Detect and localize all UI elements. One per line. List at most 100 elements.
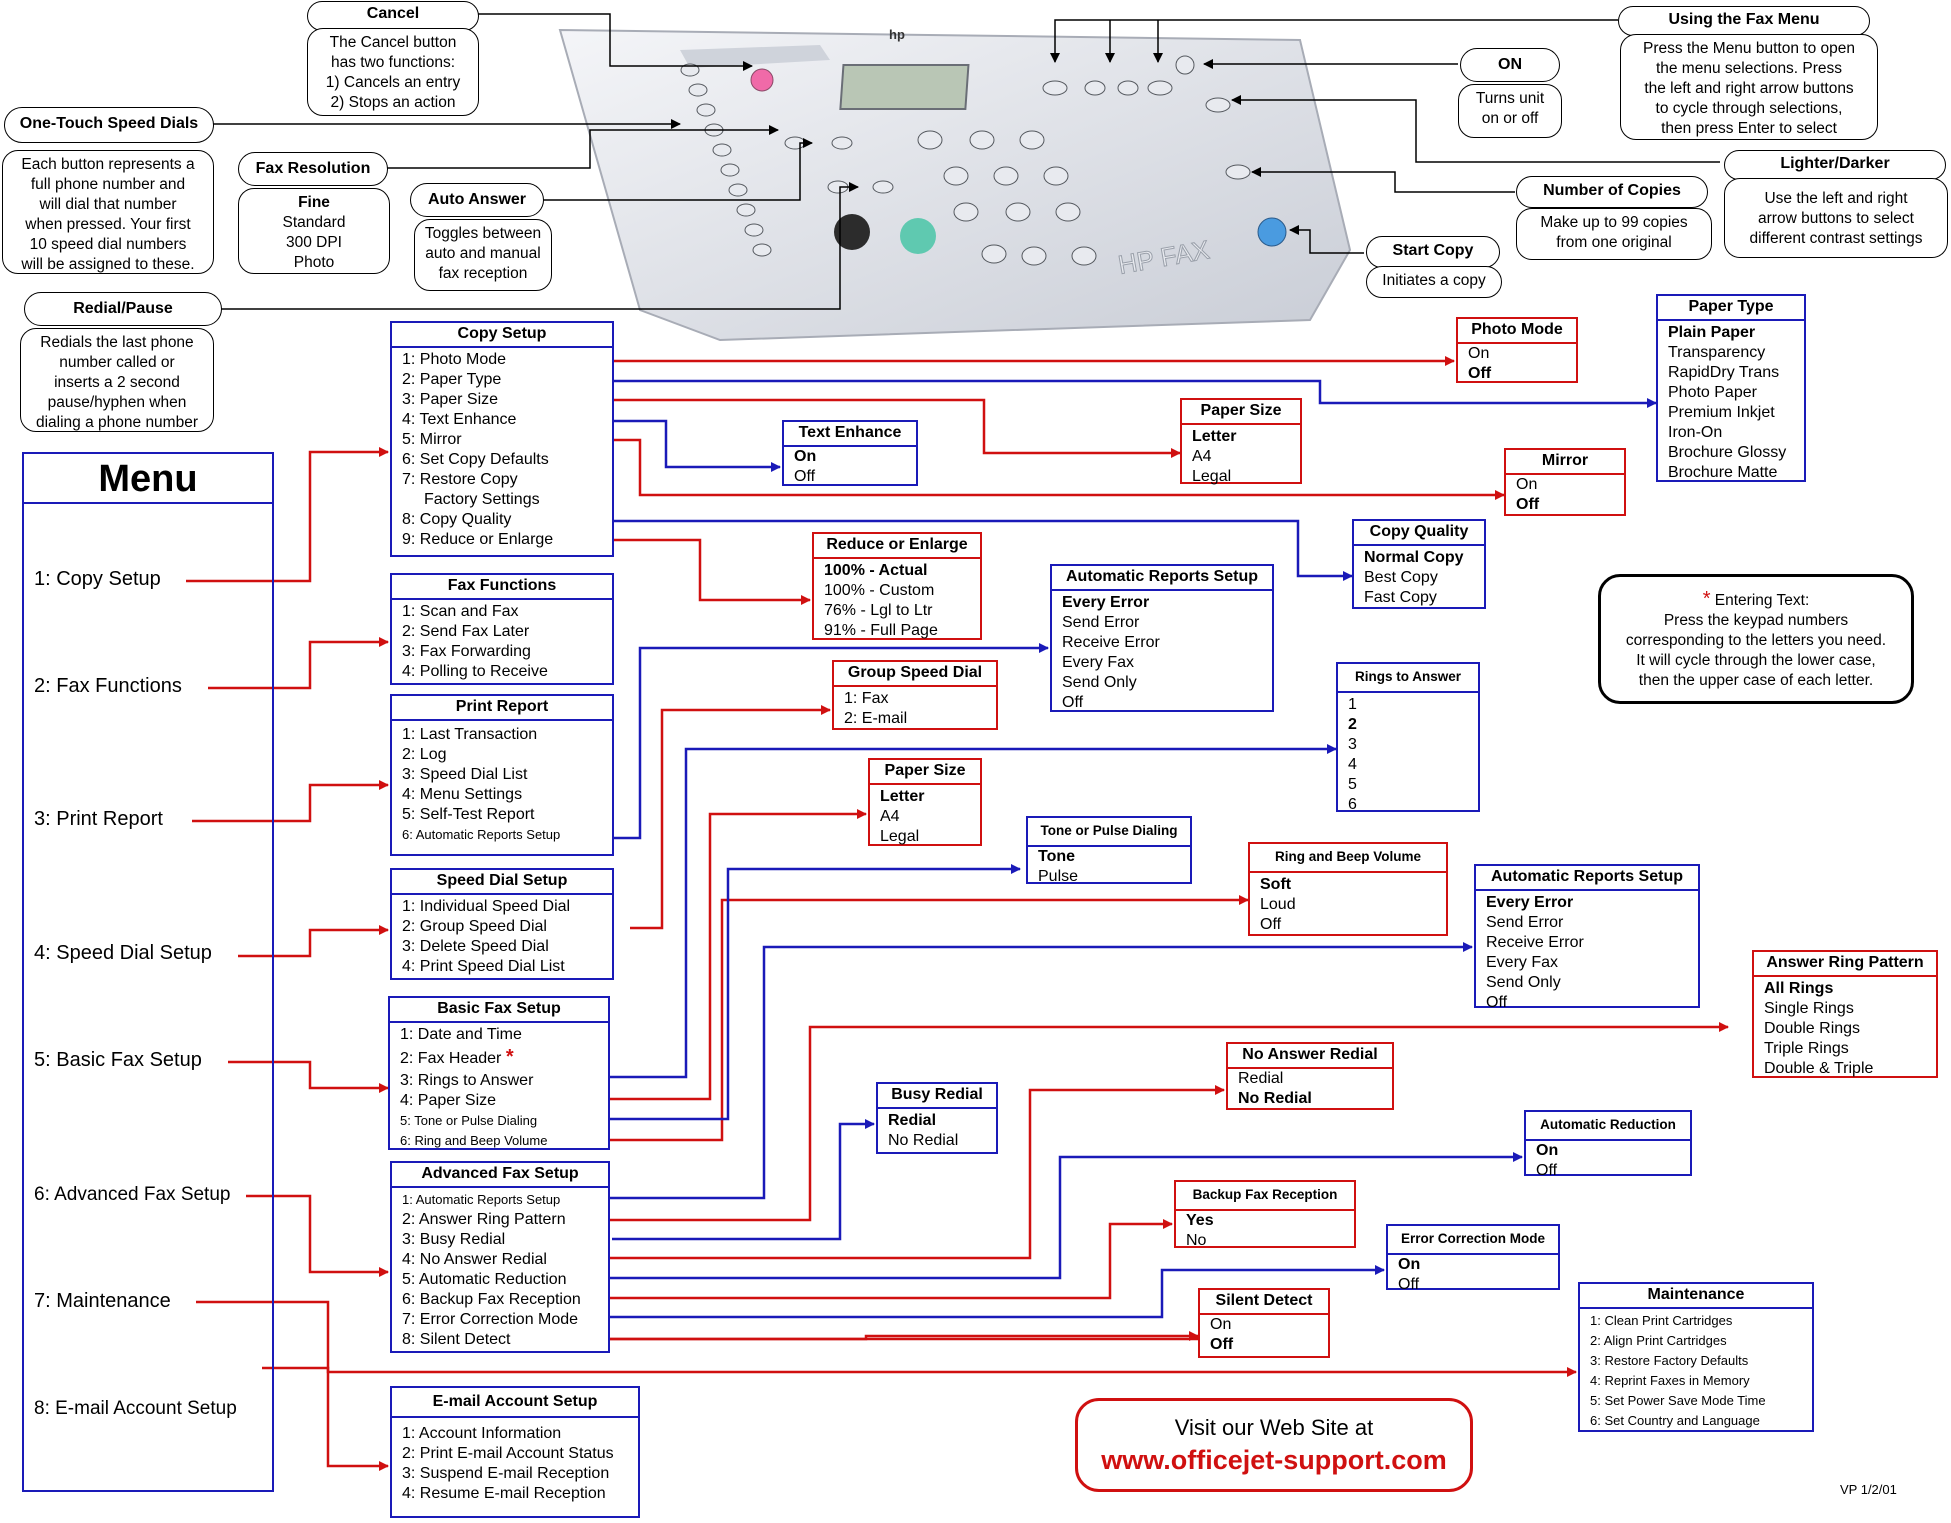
option-item[interactable]: Double & Triple (1764, 1060, 1874, 1077)
list-item[interactable]: 3: Speed Dial List (402, 766, 528, 783)
option-item[interactable]: Photo Paper (1668, 384, 1757, 401)
option-item[interactable]: Redial (1238, 1070, 1284, 1087)
list-item[interactable]: 3: Suspend E-mail Reception (402, 1465, 610, 1482)
menu-item-copy-setup[interactable]: 1: Copy Setup (34, 568, 161, 590)
list-item[interactable]: Factory Settings (424, 491, 540, 508)
option-item[interactable]: Double Rings (1764, 1020, 1861, 1037)
option-item[interactable]: On (794, 448, 817, 465)
option-item[interactable]: No (1186, 1232, 1207, 1249)
option-item[interactable]: Off (1210, 1336, 1234, 1353)
option-item[interactable]: On (1398, 1256, 1421, 1273)
option-item[interactable]: Single Rings (1764, 1000, 1854, 1017)
list-item[interactable]: 1: Date and Time (400, 1026, 522, 1043)
list-item[interactable]: 1: Individual Speed Dial (402, 898, 571, 915)
list-item[interactable]: 4: Paper Size (400, 1092, 497, 1109)
option-item[interactable]: Best Copy (1364, 569, 1438, 586)
option-item[interactable]: 1 (1348, 696, 1357, 713)
list-item[interactable]: 7: Error Correction Mode (402, 1311, 579, 1328)
option-item[interactable]: Send Only (1062, 674, 1137, 691)
list-item[interactable]: 9: Reduce or Enlarge (402, 531, 554, 548)
option-item[interactable]: Brochure Matte (1668, 464, 1778, 481)
list-item[interactable]: 3: Paper Size (402, 391, 499, 408)
option-item[interactable]: Transparency (1668, 344, 1766, 361)
list-item[interactable]: 5: Self-Test Report (402, 806, 535, 823)
option-item[interactable]: All Rings (1764, 980, 1834, 997)
list-item[interactable]: 3: Rings to Answer (400, 1072, 534, 1089)
option-item[interactable]: Off (1536, 1162, 1558, 1179)
list-item[interactable]: 4: Resume E-mail Reception (402, 1485, 606, 1502)
menu-item-speed-dial-setup[interactable]: 4: Speed Dial Setup (34, 942, 212, 964)
list-item[interactable]: 4: Text Enhance (402, 411, 517, 428)
option-item[interactable]: Plain Paper (1668, 324, 1756, 341)
option-item[interactable]: 6: Set Country and Language (1590, 1413, 1760, 1428)
option-item[interactable]: 1: Clean Print Cartridges (1590, 1313, 1733, 1328)
list-item[interactable]: 4: Menu Settings (402, 786, 523, 803)
list-item[interactable]: 6: Set Copy Defaults (402, 451, 549, 468)
list-item[interactable]: 1: Photo Mode (402, 351, 507, 368)
option-item[interactable]: Off (1260, 916, 1282, 933)
option-item[interactable]: Receive Error (1486, 934, 1584, 951)
option-item[interactable]: Every Error (1062, 594, 1150, 611)
option-item[interactable]: 4: Reprint Faxes in Memory (1590, 1373, 1750, 1388)
list-item[interactable]: 8: Silent Detect (402, 1331, 511, 1348)
option-item[interactable]: Every Fax (1062, 654, 1135, 671)
list-item[interactable]: 5: Automatic Reduction (402, 1271, 567, 1288)
option-item[interactable]: 91% - Full Page (824, 622, 938, 639)
option-item[interactable]: Off (1516, 496, 1540, 513)
option-item[interactable]: Fast Copy (1364, 589, 1437, 606)
list-item[interactable]: 3: Busy Redial (402, 1231, 506, 1248)
option-item[interactable]: Off (1486, 994, 1508, 1011)
list-item[interactable]: 2: Group Speed Dial (402, 918, 547, 935)
list-item[interactable]: 4: Polling to Receive (402, 663, 548, 680)
website-banner[interactable]: Visit our Web Site at www.officejet-supp… (1075, 1398, 1473, 1492)
option-item[interactable]: No Redial (1238, 1090, 1312, 1107)
option-item[interactable]: 2: Align Print Cartridges (1590, 1333, 1727, 1348)
menu-item-fax-functions[interactable]: 2: Fax Functions (34, 675, 182, 697)
menu-item-email-account-setup[interactable]: 8: E-mail Account Setup (34, 1398, 237, 1419)
option-item[interactable]: 100% - Actual (824, 562, 928, 579)
option-item[interactable]: Receive Error (1062, 634, 1160, 651)
option-item[interactable]: Send Only (1486, 974, 1561, 991)
list-item[interactable]: 2: Print E-mail Account Status (402, 1445, 614, 1462)
list-item[interactable]: 3: Fax Forwarding (402, 643, 531, 660)
list-item[interactable]: 4: Print Speed Dial List (402, 958, 565, 975)
menu-item-basic-fax-setup[interactable]: 5: Basic Fax Setup (34, 1049, 202, 1071)
option-item[interactable]: Letter (1192, 428, 1237, 445)
option-item[interactable]: No Redial (888, 1132, 959, 1149)
list-item[interactable]: 8: Copy Quality (402, 511, 512, 528)
option-item[interactable]: Iron-On (1668, 424, 1723, 441)
list-item[interactable]: 2: Log (402, 746, 447, 763)
option-item[interactable]: On (1210, 1316, 1232, 1333)
option-item[interactable]: Off (794, 468, 816, 485)
option-item[interactable]: Pulse (1038, 868, 1079, 885)
list-item[interactable]: 6: Ring and Beep Volume (400, 1133, 548, 1148)
cancel-button[interactable] (750, 68, 774, 92)
start-copy-color-button[interactable] (900, 218, 936, 254)
list-item[interactable]: 5: Mirror (402, 431, 462, 448)
option-item[interactable]: Send Error (1486, 914, 1564, 931)
menu-item-advanced-fax-setup[interactable]: 6: Advanced Fax Setup (34, 1184, 231, 1205)
list-item[interactable]: 4: No Answer Redial (402, 1251, 547, 1268)
option-item[interactable]: Off (1468, 365, 1492, 382)
option-item[interactable]: 100% - Custom (824, 582, 935, 599)
list-item[interactable]: 3: Delete Speed Dial (402, 938, 549, 955)
menu-item-print-report[interactable]: 3: Print Report (34, 808, 163, 830)
option-item[interactable]: Off (1062, 694, 1084, 711)
menu-item-maintenance[interactable]: 7: Maintenance (34, 1290, 171, 1312)
option-item[interactable]: Redial (888, 1112, 937, 1129)
option-item[interactable]: Yes (1186, 1212, 1214, 1229)
option-item[interactable]: 3: Restore Factory Defaults (1590, 1353, 1749, 1368)
option-item[interactable]: Triple Rings (1764, 1040, 1849, 1057)
option-item[interactable]: On (1536, 1142, 1559, 1159)
option-item[interactable]: Premium Inkjet (1668, 404, 1775, 421)
list-item[interactable]: 2: Answer Ring Pattern (402, 1211, 566, 1228)
option-item[interactable]: 4 (1348, 756, 1357, 773)
option-item[interactable]: 5 (1348, 776, 1357, 793)
option-item[interactable]: RapidDry Trans (1668, 364, 1780, 381)
option-item[interactable]: Legal (1192, 468, 1232, 485)
option-item[interactable]: Send Error (1062, 614, 1140, 631)
option-item[interactable]: Off (1398, 1276, 1420, 1293)
option-item[interactable]: A4 (880, 808, 900, 825)
list-item[interactable]: 6: Automatic Reports Setup (402, 827, 561, 842)
list-item[interactable]: 5: Tone or Pulse Dialing (400, 1113, 538, 1128)
